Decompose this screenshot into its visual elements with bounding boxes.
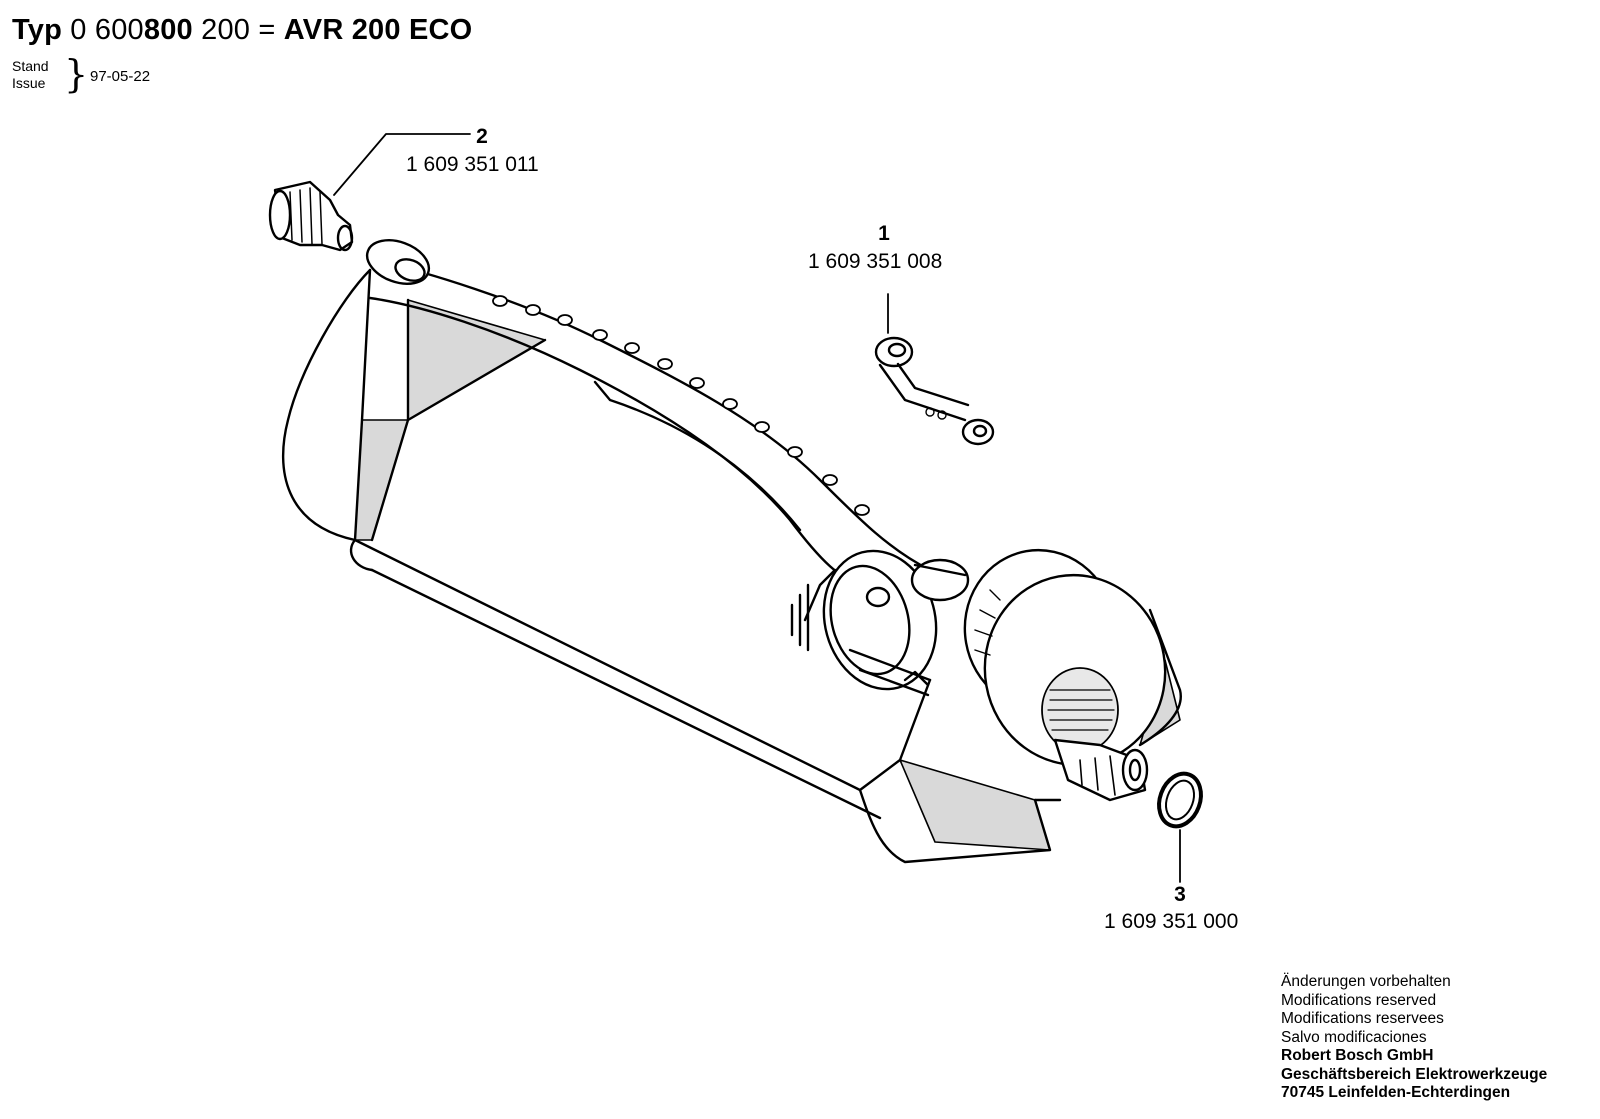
part-3-o-ring [1157,771,1203,829]
issue-date: 97-05-22 [90,68,151,85]
part-code-3: 1 609 351 000 [1104,910,1239,933]
part-number-3: 3 [1174,883,1186,906]
part-code-2: 1 609 351 011 [406,153,539,176]
footer-line-en: Modifications reserved [1281,991,1437,1009]
issue-block: Stand Issue } 97-05-22 [12,54,182,98]
nozzle-row [492,295,870,516]
typ-label: Typ [12,14,63,46]
footer-notice: Änderungen vorbehalten Modifications res… [1281,973,1547,1103]
footer-address: 70745 Leinfelden-Echterdingen [1281,1084,1511,1101]
stand-label: Stand [12,58,49,74]
equals-sign: = [258,14,276,46]
type-number-part1: 0 600 [70,14,144,46]
part-number-2: 2 [476,125,488,148]
left-end-frame [281,268,547,542]
page-title: Typ 0 600800 200 = AVR 200 ECO [12,14,472,47]
bottom-rail [349,538,882,820]
footer-company: Robert Bosch GmbH [1281,1047,1434,1064]
part-1-crank-link [874,336,995,446]
right-end-housing [858,608,1182,864]
model-name: AVR 200 ECO [283,14,473,46]
footer-line-de: Änderungen vorbehalten [1281,973,1451,990]
leader-lines [333,133,1181,883]
brace-icon: } [64,52,89,96]
arched-tube [365,239,932,592]
adjuster-wheel [963,548,1167,767]
part-code-1: 1 609 351 008 [808,250,943,273]
issue-label: Issue [12,75,46,91]
drive-gear [790,549,970,697]
footer-line-fr: Modifications reservees [1281,1010,1444,1027]
issue-labels: Stand Issue [12,58,49,92]
type-number-part3: 200 [201,14,251,46]
part-2-adapter [268,180,354,252]
type-number-part2: 800 [143,14,193,46]
hose-connector [1053,738,1149,802]
part-number-1: 1 [878,222,890,245]
footer-division: Geschäftsbereich Elektrowerkzeuge [1281,1065,1548,1083]
footer-line-es: Salvo modificaciones [1281,1028,1427,1046]
